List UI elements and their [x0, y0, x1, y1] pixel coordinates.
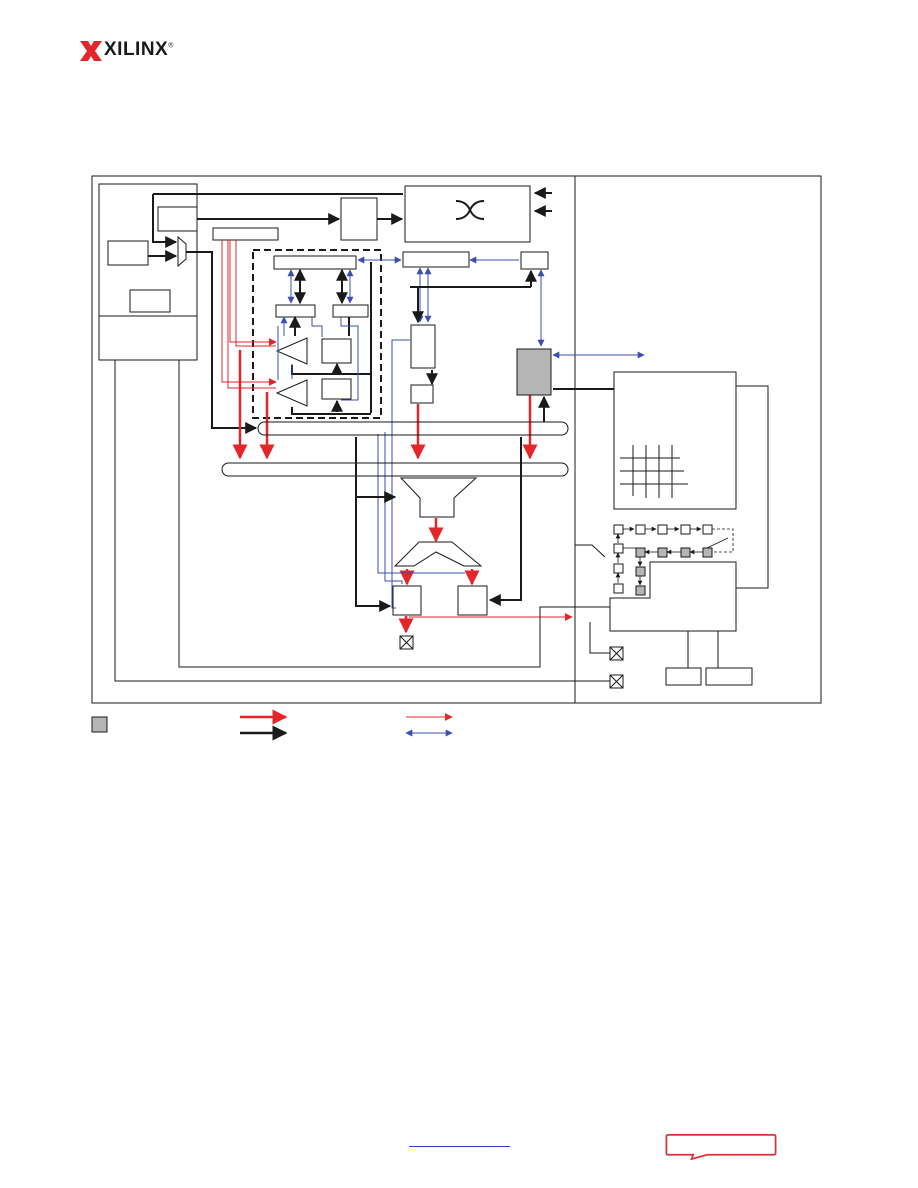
bar-in-dashed — [273, 255, 357, 270]
block-diagram — [91, 175, 822, 741]
right-lower-block — [609, 561, 737, 632]
thick-red-wires — [232, 350, 538, 634]
feedback-button[interactable] — [657, 1134, 785, 1160]
pin-output-right-top — [609, 646, 624, 661]
brand-registered-mark: ® — [168, 42, 174, 50]
left-black-wires — [148, 193, 403, 434]
long-thin-wires — [114, 360, 769, 682]
right-bottom-box-2 — [705, 667, 753, 686]
amplifier-bottom — [275, 379, 308, 407]
logo-mark-upper — [80, 41, 102, 61]
legend-gray-swatch — [91, 716, 108, 733]
left-column-block — [98, 183, 198, 361]
crossover-symbol — [455, 200, 485, 220]
box-beside-amp-bottom — [321, 378, 352, 400]
mux-shape — [177, 235, 187, 268]
bus-lower — [221, 462, 569, 477]
bar-center — [402, 251, 470, 268]
small-bar-right — [332, 304, 369, 318]
center-tall-block — [410, 324, 436, 369]
big-top-block — [404, 185, 531, 243]
right-grid-lines — [620, 445, 688, 498]
right-grid-block — [613, 371, 737, 510]
left-small-box-top — [157, 206, 198, 232]
brand-wordmark: XILINX® — [104, 39, 174, 61]
mid-top-block — [340, 197, 378, 241]
blue-wires — [277, 256, 645, 609]
output-block-left — [392, 585, 422, 616]
center-black-wires — [355, 269, 614, 612]
left-box-mid — [107, 240, 149, 266]
footer-link[interactable] — [409, 1146, 510, 1147]
dashed-region — [252, 249, 382, 419]
pin-output-center — [399, 635, 414, 650]
box-beside-amp-top — [321, 338, 352, 364]
splitter-shape — [393, 541, 483, 567]
top-bar-left — [212, 227, 279, 241]
shift-chain — [613, 524, 713, 596]
shift-chain-links — [615, 526, 734, 586]
gray-block — [516, 348, 552, 396]
xilinx-logo-icon — [80, 41, 102, 61]
pin-output-right-bottom — [609, 674, 624, 689]
funnel-shape — [399, 477, 478, 518]
small-box-right — [520, 251, 549, 270]
brand-name: XILINX — [104, 39, 169, 60]
output-block-right — [457, 585, 488, 616]
right-bottom-box-1 — [665, 667, 702, 686]
amplifier-top — [275, 337, 308, 365]
feedback-button-outline — [665, 1134, 777, 1160]
right-frame — [574, 175, 822, 704]
thin-red-wires — [221, 240, 573, 621]
small-bar-left — [275, 304, 316, 318]
bus-upper — [257, 421, 569, 436]
left-box-bottom — [129, 289, 171, 313]
center-small-block — [410, 384, 434, 404]
